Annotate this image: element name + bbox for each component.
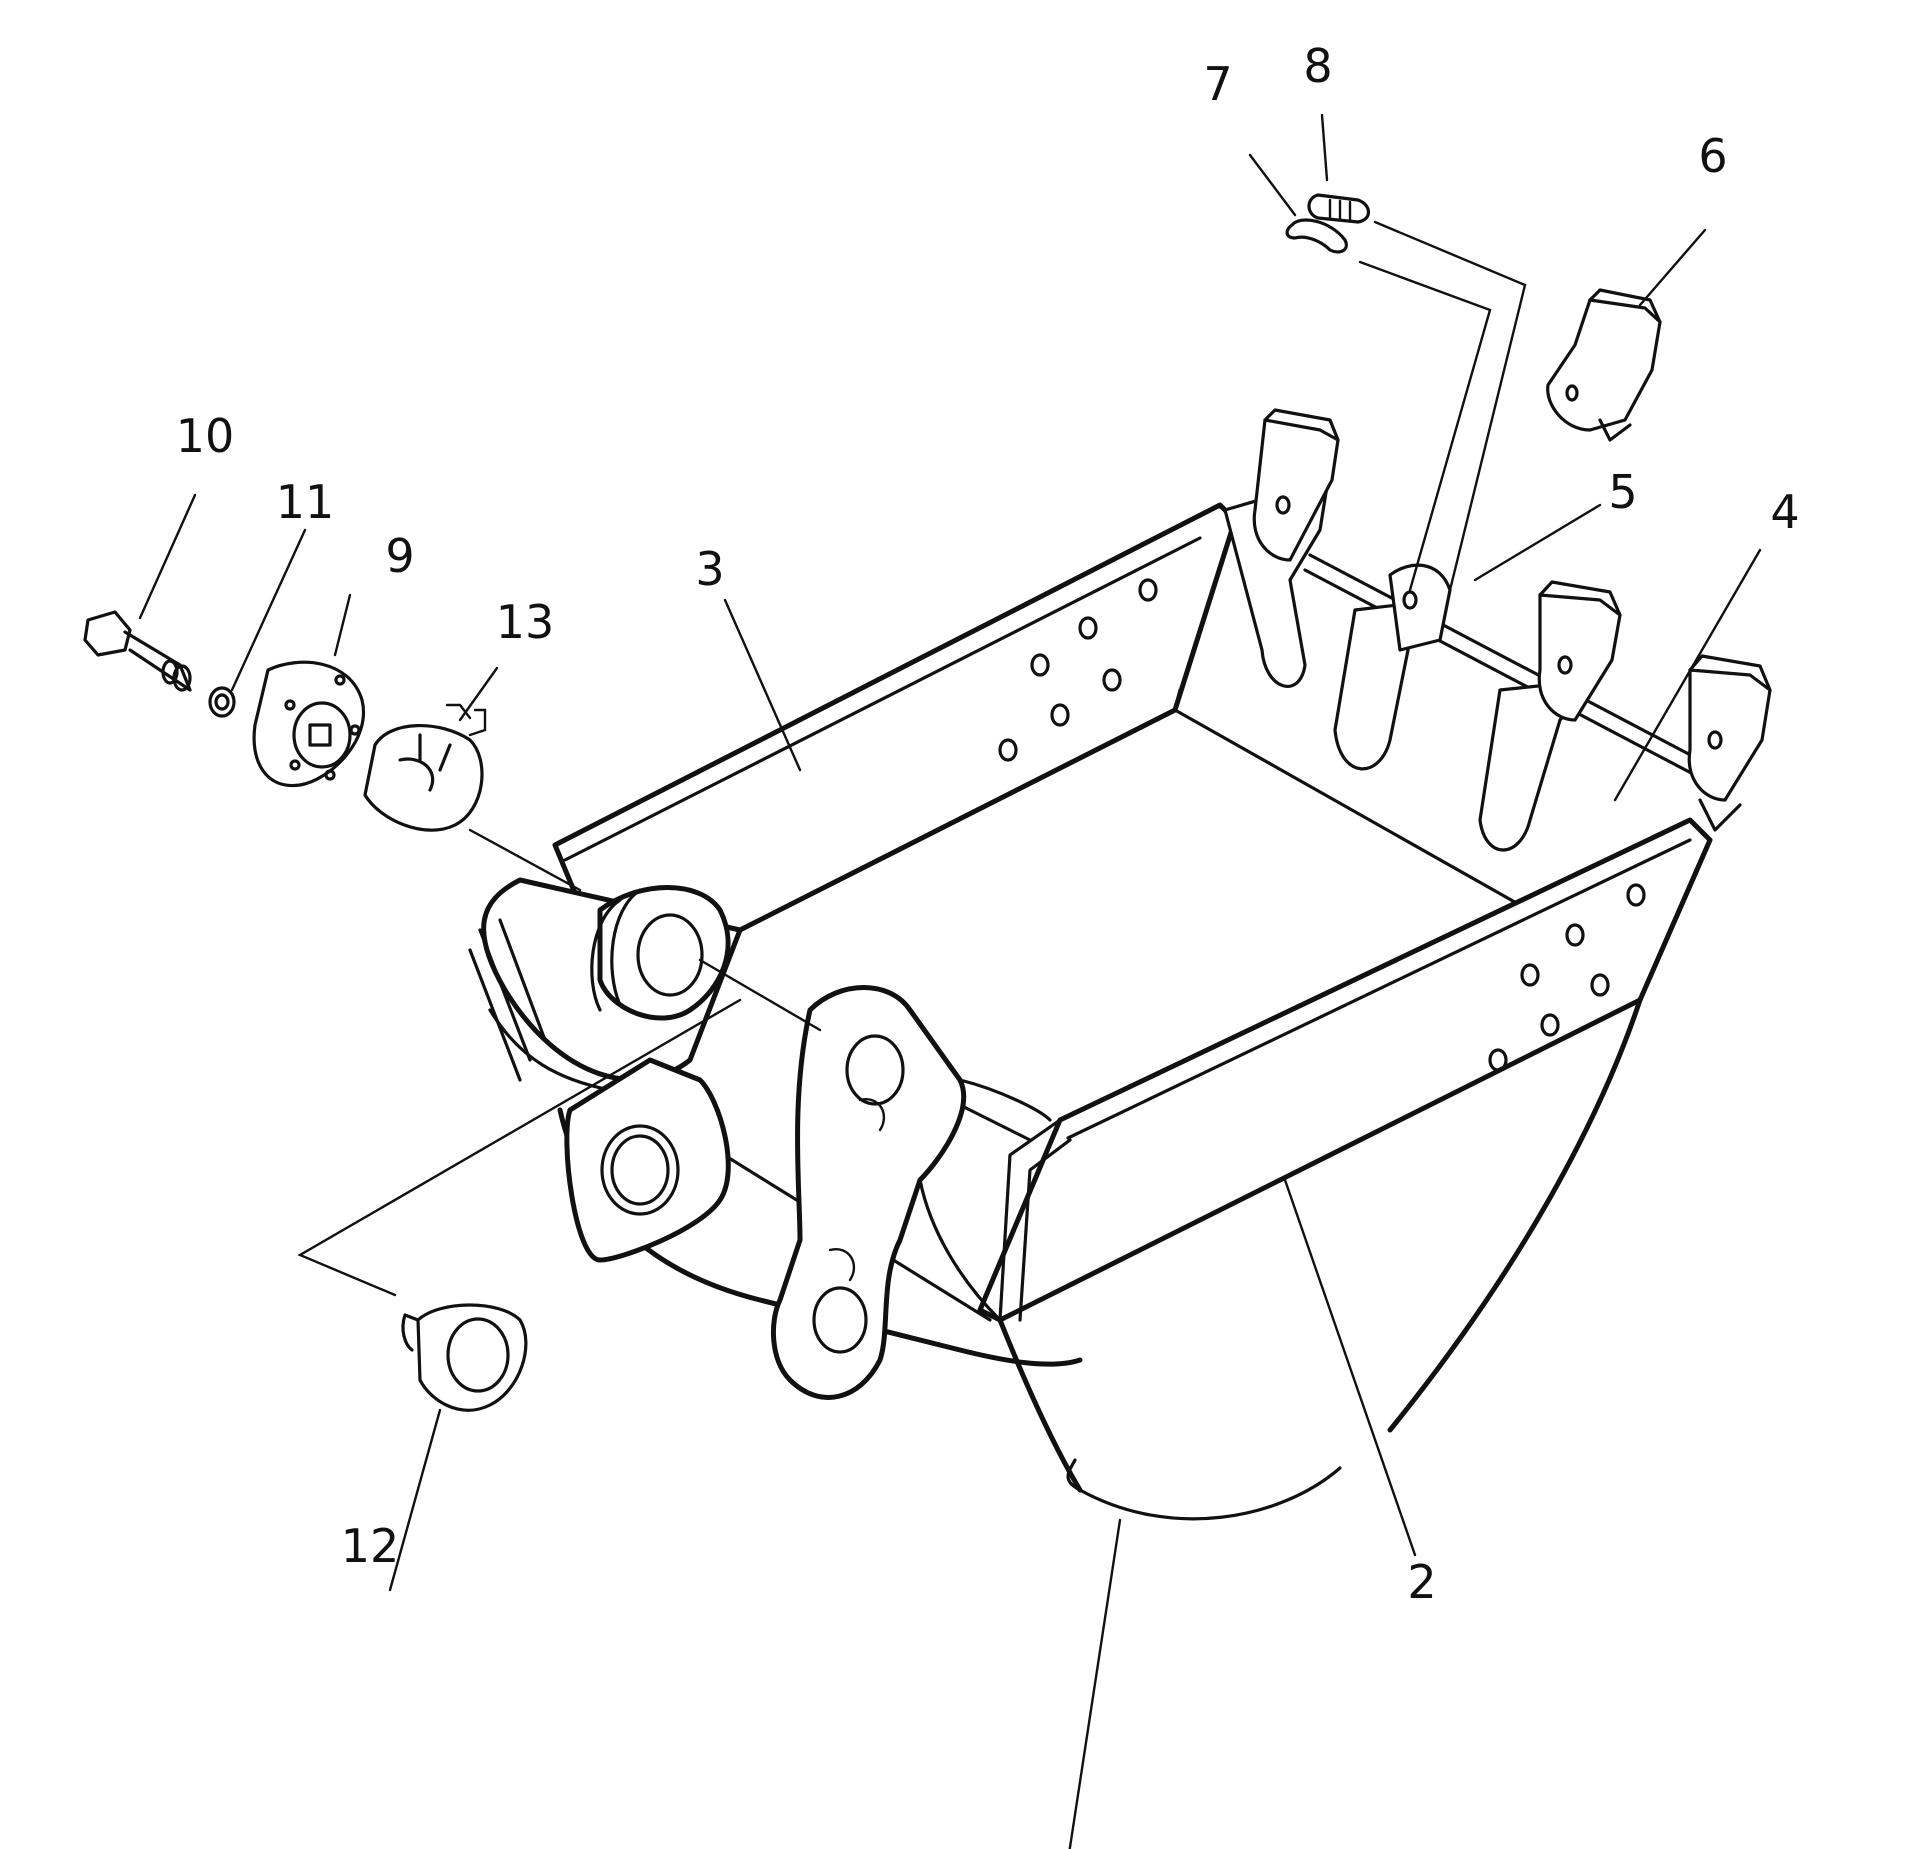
pin-and-lock — [1285, 193, 1527, 592]
left-plate-holes — [998, 578, 1158, 762]
bucket-body — [468, 502, 1713, 1521]
callout-5: 5 — [1608, 465, 1637, 519]
callout-4: 4 — [1770, 485, 1799, 539]
tooth-4 — [1687, 654, 1772, 832]
leader-lines — [138, 113, 1762, 1849]
teeth-group — [1223, 193, 1772, 852]
left-hardware — [83, 610, 742, 1412]
callout-3: 3 — [695, 542, 724, 596]
callout-8: 8 — [1303, 39, 1332, 93]
callout-7: 7 — [1203, 57, 1232, 111]
tooth-3 — [1478, 580, 1622, 852]
callout-9: 9 — [385, 529, 414, 583]
callout-13: 13 — [496, 595, 555, 649]
tooth-2 — [1333, 563, 1452, 771]
callout-6: 6 — [1698, 129, 1727, 183]
callout-12: 12 — [341, 1519, 400, 1573]
right-plate-holes — [1488, 883, 1646, 1072]
tooth-part-6 — [1546, 288, 1662, 442]
callout-numbers: 1 2 3 4 5 6 7 8 9 10 11 12 13 — [176, 39, 1800, 1609]
tooth-1 — [1223, 408, 1340, 688]
callout-2: 2 — [1407, 1555, 1436, 1609]
callout-10: 10 — [176, 409, 235, 463]
callout-11: 11 — [276, 475, 335, 529]
